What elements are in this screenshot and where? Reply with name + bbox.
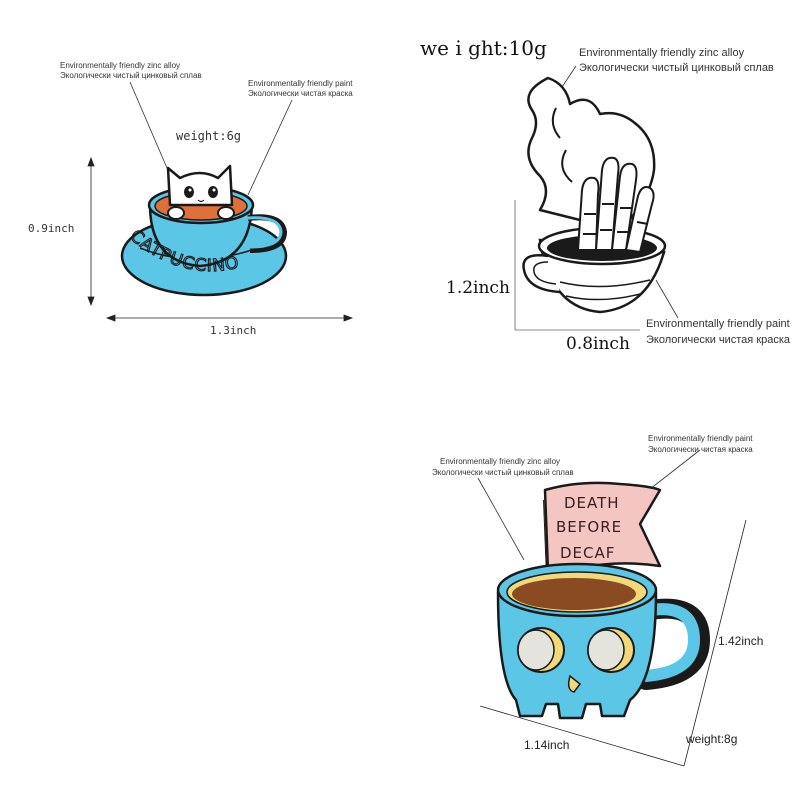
skeleton-hand-icon bbox=[577, 156, 655, 253]
pin3-alloy-leader-line bbox=[477, 477, 525, 561]
pin3-paint-en: Environmentally friendly paint bbox=[648, 434, 753, 443]
pin2-alloy-ru: Экологически чистый цинковый сплав bbox=[579, 62, 774, 74]
pin1-width-arrow bbox=[105, 314, 354, 322]
pin1-width-label: 1.3inch bbox=[210, 324, 257, 337]
pin2-height-label: 1.2inch bbox=[446, 278, 510, 298]
skull-mug-icon bbox=[496, 562, 711, 720]
pin3-height-label: 1.42inch bbox=[718, 634, 764, 648]
flag-text-line3: DECAF bbox=[560, 544, 615, 562]
pin1-alloy-leader-line bbox=[129, 81, 171, 176]
pin1-height-label: 0.9inch bbox=[28, 222, 75, 235]
pin3-width-line bbox=[479, 705, 685, 767]
pin2-paint-leader-line bbox=[655, 279, 679, 319]
pin1-weight-label: weight:6g bbox=[176, 129, 242, 143]
pin3-alloy-ru: Экологически чистый цинковый сплав bbox=[432, 468, 574, 477]
pin2-weight-label: we i ght:10g bbox=[420, 36, 547, 60]
pin3-width-label: 1.14inch bbox=[524, 738, 570, 752]
pin1-paint-ru: Экологически чистая краска bbox=[248, 89, 353, 98]
pin3-paint-ru: Экологически чистая краска bbox=[648, 445, 753, 454]
pin1-paint-en: Environmentally friendly paint bbox=[248, 79, 353, 88]
flag-text-line2: BEFORE bbox=[556, 518, 622, 536]
pin3-height-line bbox=[683, 519, 747, 767]
pin2-paint-en: Environmentally friendly paint bbox=[646, 318, 790, 330]
cat-icon bbox=[166, 164, 235, 220]
pin3-weight-label: weight:8g bbox=[686, 732, 738, 746]
flag-icon bbox=[543, 481, 662, 577]
pin1-paint-leader-line bbox=[247, 99, 293, 196]
pin2-width-label: 0.8inch bbox=[566, 334, 630, 354]
flag-text-line1: DEATH bbox=[564, 494, 620, 512]
pin1-alloy-en: Environmentally friendly zinc alloy bbox=[60, 61, 181, 70]
pin3-alloy-en: Environmentally friendly zinc alloy bbox=[440, 457, 561, 466]
pin2-paint-ru: Экологически чистая краска bbox=[646, 334, 791, 346]
pin1-alloy-ru: Экологически чистый цинковый сплав bbox=[60, 71, 202, 80]
pin1-height-arrow bbox=[87, 156, 95, 307]
pin2-alloy-en: Environmentally friendly zinc alloy bbox=[579, 47, 745, 59]
